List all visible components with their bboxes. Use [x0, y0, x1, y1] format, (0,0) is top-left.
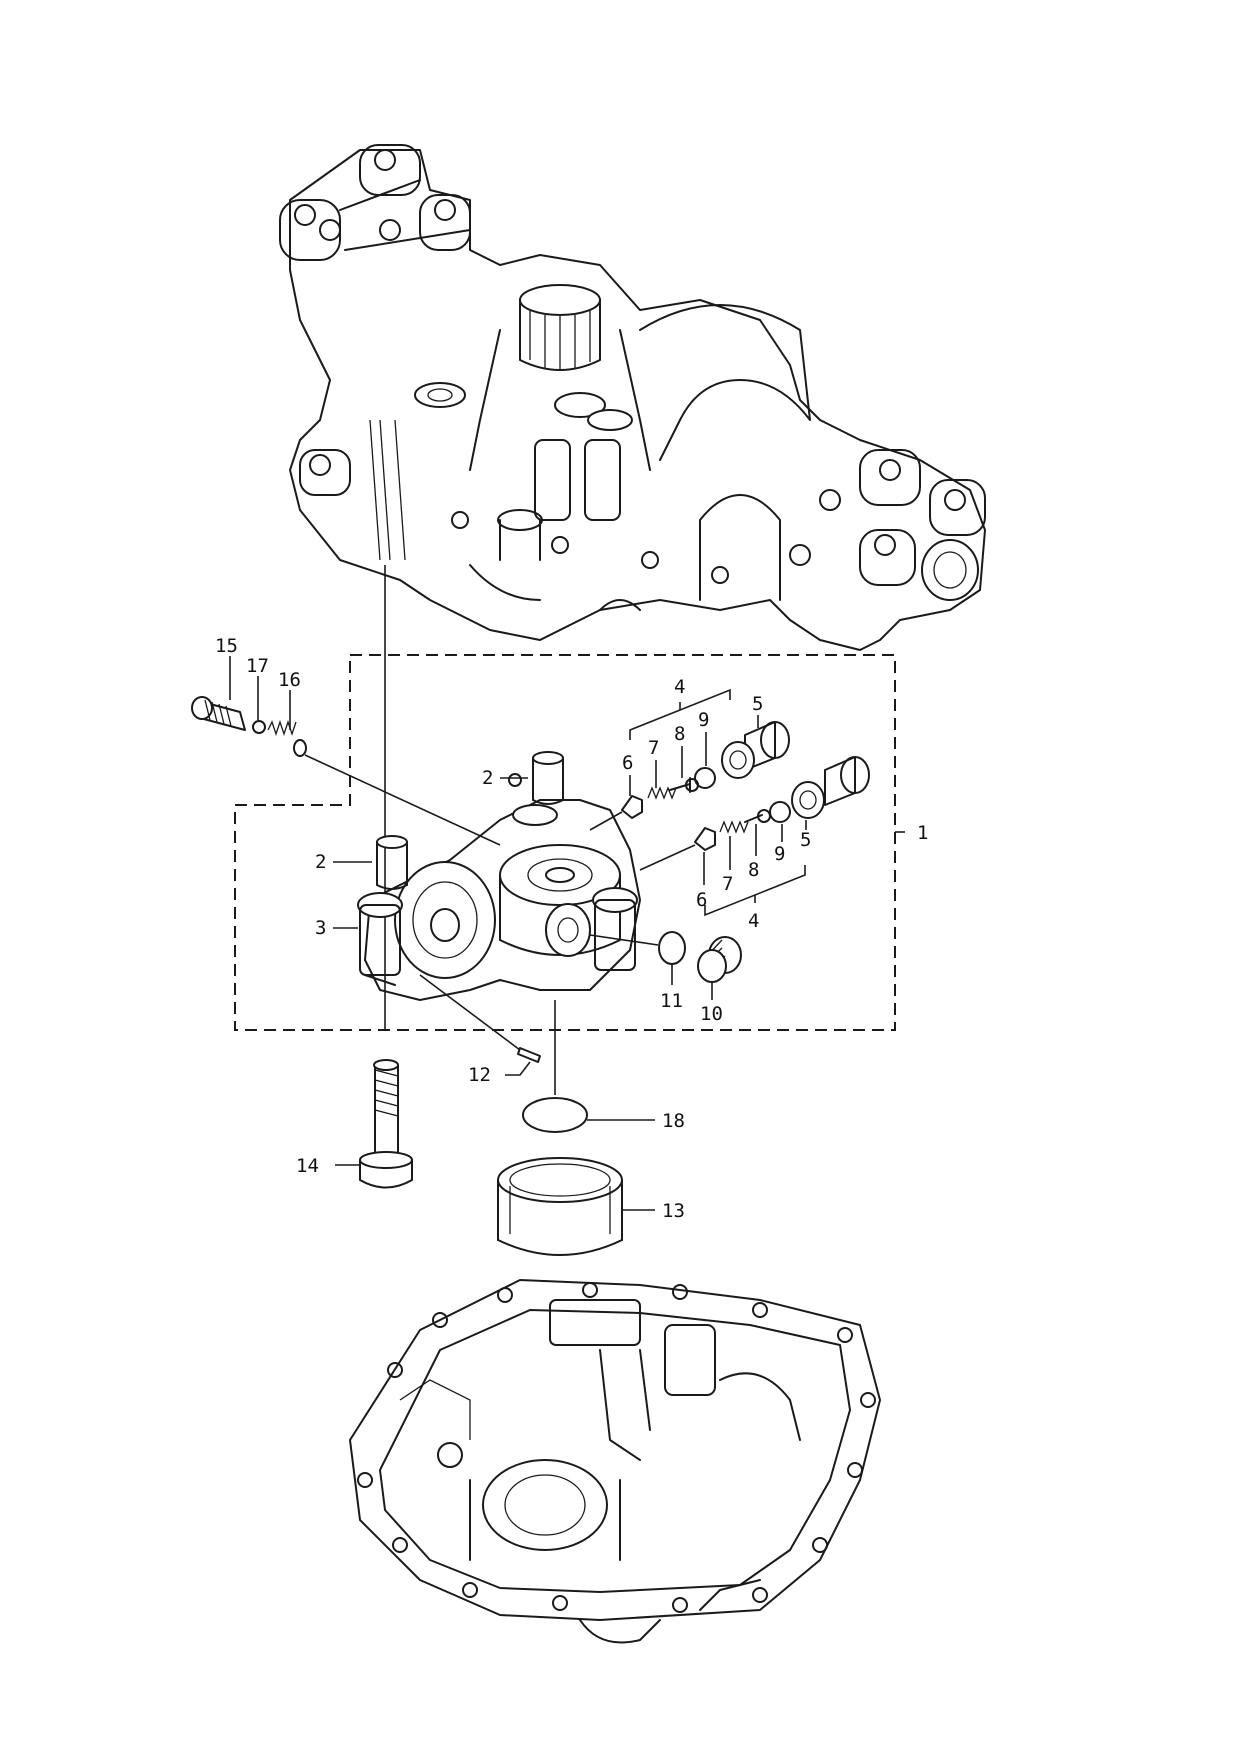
callout-7-upper: 7 — [648, 737, 659, 759]
callout-1: 1 — [917, 822, 928, 844]
callout-15: 15 — [215, 635, 238, 657]
large-seal-ring — [497, 1157, 623, 1256]
o-ring — [658, 931, 686, 965]
callout-2-upper: 2 — [482, 767, 493, 789]
threaded-plug — [697, 936, 742, 983]
small-pin — [517, 1047, 541, 1063]
filter-screen — [522, 1097, 588, 1133]
callout-16: 16 — [278, 669, 301, 691]
callout-3: 3 — [315, 917, 326, 939]
callout-17: 17 — [246, 655, 269, 677]
callout-6-upper: 6 — [622, 752, 633, 774]
callout-8-lower: 8 — [748, 859, 759, 881]
callout-4-lower: 4 — [748, 910, 759, 932]
callout-10: 10 — [700, 1003, 723, 1025]
valve-set-lower — [639, 756, 870, 917]
callout-7-lower: 7 — [722, 873, 733, 895]
callout-4-upper: 4 — [674, 676, 685, 698]
callout-12: 12 — [468, 1064, 491, 1086]
flange-bolt — [359, 1059, 413, 1189]
valve-set-upper — [589, 688, 790, 831]
callout-8-upper: 8 — [674, 723, 685, 745]
callout-14: 14 — [296, 1155, 319, 1177]
callout-9-upper: 9 — [698, 709, 709, 731]
callout-11: 11 — [660, 990, 683, 1012]
lower-housing — [349, 1279, 881, 1644]
callout-18: 18 — [662, 1110, 685, 1132]
callout-2-lower: 2 — [315, 851, 326, 873]
callout-9-lower: 9 — [774, 843, 785, 865]
assembly-boundary — [234, 654, 896, 1031]
callout-6-lower: 6 — [696, 889, 707, 911]
upper-housing — [279, 144, 986, 651]
dowel-pin-lower — [376, 835, 408, 890]
pump-body — [357, 773, 641, 1001]
callout-5-lower: 5 — [800, 829, 811, 851]
callout-13: 13 — [662, 1200, 685, 1222]
callout-5-upper: 5 — [752, 693, 763, 715]
dowel-pin-upper — [532, 751, 564, 805]
plug-assembly — [191, 696, 501, 846]
